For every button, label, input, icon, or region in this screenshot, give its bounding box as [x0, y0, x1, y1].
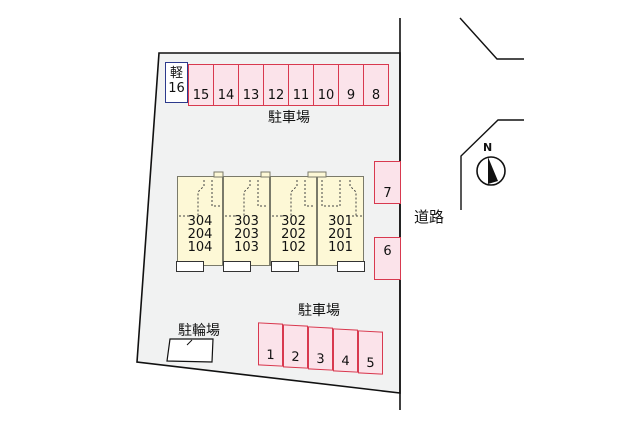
balcony-02: [271, 261, 299, 272]
parking-slot-9[interactable]: 9: [338, 64, 364, 106]
balcony-04: [176, 261, 204, 272]
road-edge-right-top: [459, 17, 524, 60]
parking-slot-5[interactable]: 5: [358, 330, 383, 375]
parking-label-bottom: 駐車場: [298, 303, 340, 319]
bicycle-parking-area: [166, 338, 214, 363]
north-label: N: [483, 141, 493, 154]
parking-label-top: 駐車場: [268, 110, 310, 126]
balcony-01: [337, 261, 365, 272]
parking-slot-3[interactable]: 3: [308, 326, 333, 371]
parking-slot-12[interactable]: 12: [263, 64, 289, 106]
parking-slot-2[interactable]: 2: [283, 324, 308, 369]
kei-label: 軽: [169, 66, 183, 81]
parking-slot-7[interactable]: 7: [374, 161, 401, 204]
kei-number: 16: [168, 81, 185, 96]
parking-slot-10[interactable]: 10: [313, 64, 339, 106]
parking-slot-kei-16[interactable]: 軽 16: [165, 62, 188, 103]
parking-slot-15[interactable]: 15: [188, 64, 214, 106]
parking-slot-8[interactable]: 8: [363, 64, 389, 106]
parking-slot-1[interactable]: 1: [258, 322, 283, 367]
parking-slot-11[interactable]: 11: [288, 64, 314, 106]
road-label: 道路: [414, 208, 445, 226]
bicycle-parking-label: 駐輪場: [178, 323, 220, 339]
road-edge-right-bottom: [460, 119, 524, 210]
parking-slot-14[interactable]: 14: [213, 64, 239, 106]
parking-slot-6[interactable]: 6: [374, 237, 401, 280]
parking-slot-13[interactable]: 13: [238, 64, 264, 106]
parking-slot-4[interactable]: 4: [333, 328, 358, 373]
north-compass-icon: [476, 156, 506, 186]
balcony-03: [223, 261, 251, 272]
